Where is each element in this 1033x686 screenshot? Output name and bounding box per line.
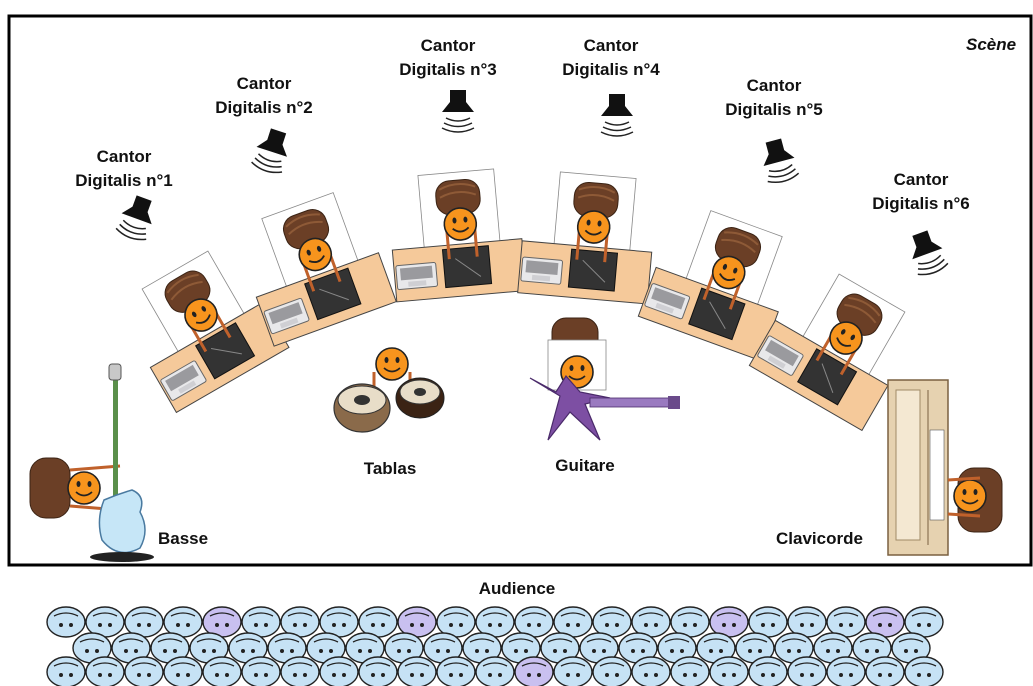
stage-label: Scène	[966, 35, 1016, 54]
speaker-6-label-line1: Cantor	[894, 170, 949, 189]
bass-guitar-icon	[90, 363, 154, 562]
speaker-5-label-line1: Cantor	[747, 76, 802, 95]
audience-head-icon	[124, 656, 164, 686]
audience-head-icon	[358, 656, 398, 686]
guitar-player	[547, 317, 607, 391]
speaker-2-label-line1: Cantor	[237, 74, 292, 93]
speaker-1-label-line2: Digitalis n°1	[75, 171, 172, 190]
audience-head-icon	[319, 656, 359, 686]
audience-head-icon	[787, 656, 827, 686]
audience-head-icon	[397, 656, 437, 686]
audience-head-icon	[748, 656, 788, 686]
audience-head-icon	[46, 656, 86, 686]
speaker-5-label-line2: Digitalis n°5	[725, 100, 822, 119]
audience-head-icon	[46, 606, 86, 638]
audience-head-icon	[436, 656, 476, 686]
audience-head-icon	[280, 656, 320, 686]
speaker-2-label-line2: Digitalis n°2	[215, 98, 312, 117]
tablas-icon	[333, 377, 445, 433]
audience	[46, 606, 944, 686]
speaker-3-label-line2: Digitalis n°3	[399, 60, 496, 79]
audience-head-icon	[670, 656, 710, 686]
audience-head-icon	[163, 656, 203, 686]
audience-head-icon	[514, 656, 554, 686]
speaker-4-label-line2: Digitalis n°4	[562, 60, 660, 79]
audience-head-icon	[592, 656, 632, 686]
audience-label: Audience	[479, 579, 556, 598]
speaker-4-label-line1: Cantor	[584, 36, 639, 55]
audience-head-icon	[826, 656, 866, 686]
audience-head-icon	[475, 656, 515, 686]
bass-label: Basse	[158, 529, 208, 548]
speaker-1-label-line1: Cantor	[97, 147, 152, 166]
audience-head-icon	[553, 656, 593, 686]
audience-head-icon	[241, 656, 281, 686]
guitar-label: Guitare	[555, 456, 615, 475]
audience-head-icon	[85, 656, 125, 686]
audience-head-icon	[904, 656, 944, 686]
clavichord-label: Clavicorde	[776, 529, 863, 548]
tablas-label: Tablas	[364, 459, 417, 478]
audience-head-icon	[709, 656, 749, 686]
guitar-icon	[529, 374, 680, 441]
clavichord-icon	[887, 379, 949, 556]
clavichord-player	[947, 467, 1003, 533]
audience-head-icon	[202, 656, 242, 686]
speaker-3-label-line1: Cantor	[421, 36, 476, 55]
audience-head-icon	[865, 656, 905, 686]
speaker-6-label-line2: Digitalis n°6	[872, 194, 969, 213]
audience-head-icon	[631, 656, 671, 686]
